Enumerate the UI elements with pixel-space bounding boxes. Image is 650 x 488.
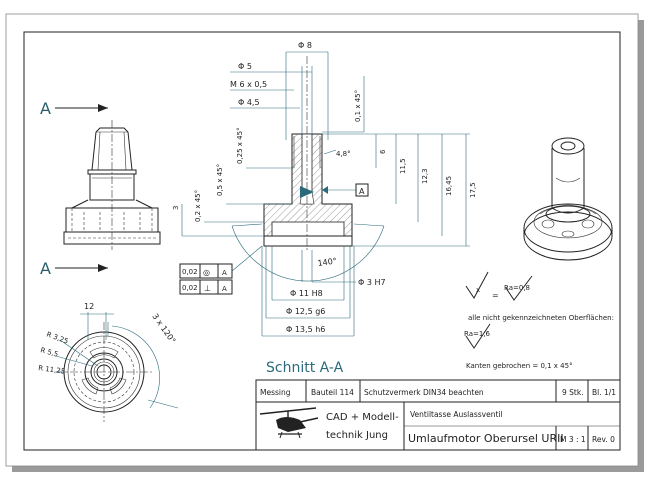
dim-d3h7: Φ 3 H7 <box>358 278 386 287</box>
dim-chamfer-025: 0,25 x 45° <box>236 127 244 164</box>
dim-chamfer-05: 0,5 x 45° <box>216 164 224 196</box>
section-marker-top: A <box>40 99 51 118</box>
dim-d8: Φ 8 <box>298 41 312 50</box>
dim-chamfer-01: 0,1 x 45° <box>354 90 362 122</box>
surface-symbol-x: x <box>476 286 480 294</box>
dim-d135h6: Φ 13,5 h6 <box>286 325 325 334</box>
perpendicular-icon: ⊥ <box>204 284 211 293</box>
isometric-view <box>523 137 613 261</box>
surface-note: alle nicht gekennzeichneten Oberflächen: <box>468 314 614 322</box>
dim-d125g6: Φ 12,5 g6 <box>286 307 325 316</box>
side-view: A A <box>40 99 161 278</box>
company-line1: CAD + Modell- <box>326 412 399 423</box>
tolerance-value: 0,02 <box>182 268 198 276</box>
tolerance-datum: A <box>222 285 227 293</box>
dim-m6: M 6 x 0,5 <box>230 80 267 89</box>
dim-angle-48: 4,8° <box>336 150 351 158</box>
surface-equals: = <box>492 291 499 300</box>
dim-len-175: 17,5 <box>469 182 477 198</box>
title-main: Umlaufmotor Oberursel URII <box>408 432 564 445</box>
company-logo-icon <box>259 407 319 439</box>
title-part: Bauteil 114 <box>311 388 354 397</box>
dim-len-1645: 16,45 <box>445 176 453 196</box>
dim-d11h8: Φ 11 H8 <box>290 289 323 298</box>
title-qty: 9 Stk. <box>562 388 584 397</box>
dim-r1125: R 11,25 <box>38 364 66 376</box>
title-scale: M 3 : 1 <box>560 435 586 444</box>
concentricity-icon: ◎ <box>203 268 210 277</box>
dim-d5: Φ 5 <box>238 62 252 71</box>
title-revision: Rev. 0 <box>592 435 615 444</box>
title-block: Messing Bauteil 114 Schutzvermerk DIN34 … <box>255 379 621 451</box>
title-sheet-no: Bl. 1/1 <box>592 388 616 397</box>
dim-len-115: 11,5 <box>399 158 407 174</box>
dim-len-3: 3 <box>172 206 180 210</box>
dim-len-6: 6 <box>379 149 387 154</box>
tolerance-frame-perpendicularity: 0,02 ⊥ A <box>179 279 233 295</box>
title-protection: Schutzvermerk DIN34 beachten <box>364 388 484 397</box>
dim-chamfer-02: 0,2 x 45° <box>194 190 202 222</box>
section-marker-bottom: A <box>40 259 51 278</box>
dim-d45: Φ 4,5 <box>238 98 260 107</box>
dim-len-123: 12,3 <box>421 168 429 184</box>
edges-note: Kanten gebrochen = 0,1 x 45° <box>466 362 573 370</box>
company-line2: technik Jung <box>326 430 388 441</box>
section-arrow-bottom <box>98 264 108 272</box>
surface-notes: x = Ra=0,8 alle nicht gekennzeichneten O… <box>464 271 614 370</box>
surface-ra-16: Ra=1,6 <box>464 330 491 338</box>
dim-angle-140: 140° <box>317 256 337 268</box>
section-view: A 140° Φ 8 Φ 5 M 6 x 0,5 Φ 4,5 0,1 x 45°… <box>172 41 477 376</box>
section-arrow-top <box>98 104 108 112</box>
title-material: Messing <box>260 388 291 397</box>
tolerance-value: 0,02 <box>182 284 198 292</box>
title-subtitle: Ventiltasse Auslassventil <box>410 410 503 419</box>
surface-ra-08: Ra=0,8 <box>504 284 530 292</box>
top-view: 12 R 3,25 R 5,5 R 11,25 3 x 120° <box>38 302 179 422</box>
dim-width-12: 12 <box>84 302 94 311</box>
tolerance-datum: A <box>222 269 227 277</box>
section-title: Schnitt A-A <box>266 360 344 376</box>
datum-a-label: A <box>359 187 365 196</box>
